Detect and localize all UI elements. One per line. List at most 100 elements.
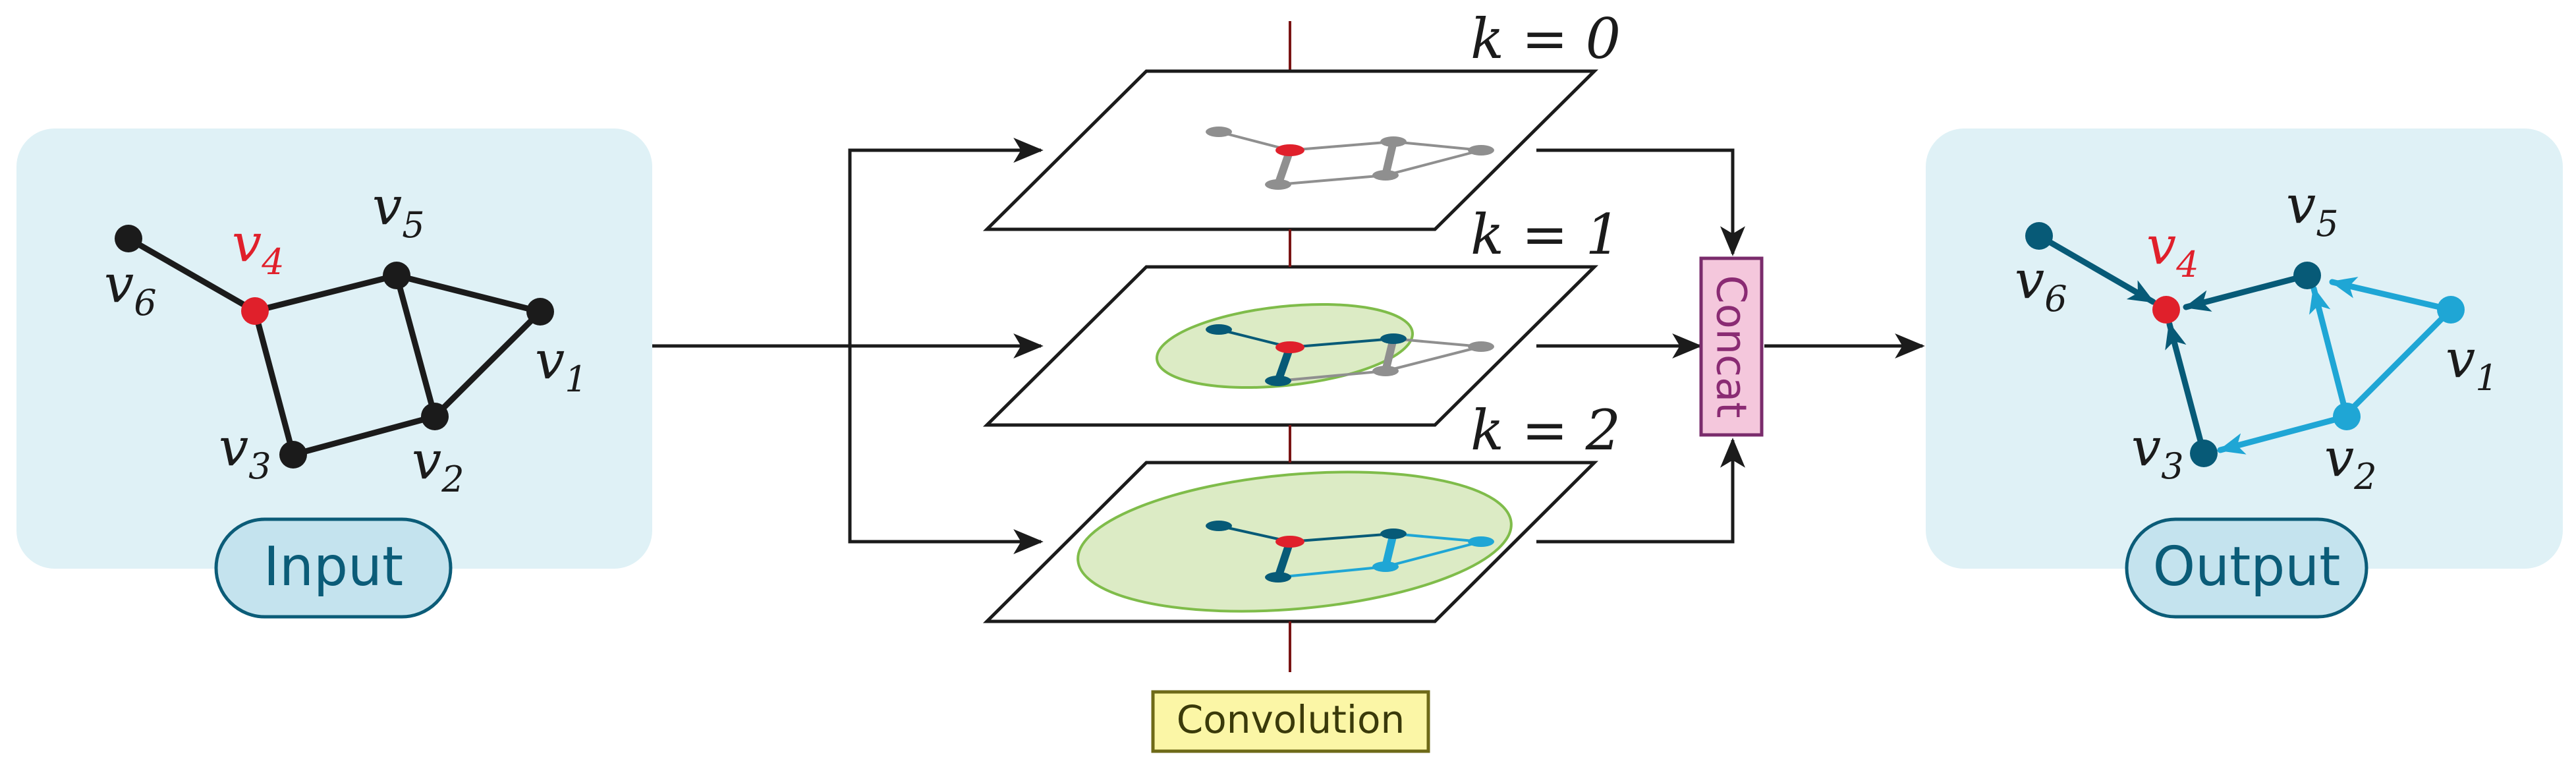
layer-k1: k = 1 — [982, 202, 1621, 427]
k2-edge-f — [1385, 540, 1482, 568]
k2-node-center — [1275, 536, 1304, 548]
k0-edge-b — [1289, 140, 1394, 152]
k0-edge-e — [1382, 140, 1397, 177]
k0-edge-d — [1393, 140, 1482, 152]
input-label: Input — [264, 536, 403, 598]
edge-v1-v2 — [432, 308, 544, 420]
layer-k1-nodes — [1206, 324, 1494, 386]
arrow-to-k2 — [848, 346, 1044, 554]
edge-v4-v3 — [252, 308, 296, 458]
input-node-labels: v6 v4 v5 v1 v2 v3 — [104, 175, 588, 500]
node-v2 — [421, 403, 449, 430]
edge-v6-to-v4 — [2036, 233, 2156, 305]
edge-v5-to-v4 — [2183, 272, 2310, 312]
input-nodes — [115, 225, 554, 469]
output-panel: v6 v4 v5 v1 v2 v3 Output — [1926, 128, 2563, 619]
concat-label: Concat — [1708, 275, 1756, 418]
arrow-k2-to-concat — [1536, 438, 1745, 544]
convolution-block: Convolution — [1151, 690, 1430, 753]
node-v1 — [526, 298, 554, 326]
node-v3 — [279, 441, 307, 469]
k2-node — [1206, 521, 1232, 531]
input-panel: v6 v4 v5 v1 v2 v3 Input — [16, 128, 652, 619]
edge-v1-v2 — [2345, 306, 2454, 415]
node-v5 — [2293, 262, 2321, 289]
label-v5: v5 — [2286, 174, 2339, 244]
node-v4 — [2152, 296, 2180, 324]
layer-k0-label: k = 0 — [1470, 7, 1621, 71]
concat-box — [1699, 256, 1764, 437]
concat-block: Concat — [1699, 256, 1764, 437]
convolution-label: Convolution — [1177, 697, 1405, 742]
edge-v5-v2 — [393, 272, 438, 420]
label-v6: v6 — [104, 253, 157, 324]
edge-v1-to-v5 — [2329, 277, 2454, 313]
label-v6: v6 — [2015, 249, 2067, 320]
k2-node — [1468, 536, 1494, 547]
layer-k2-nodes — [1206, 521, 1494, 583]
flow-arrows — [652, 138, 1925, 554]
k1-node — [1468, 341, 1494, 352]
k0-node-center — [1275, 144, 1304, 156]
k0-edge-g — [1277, 174, 1386, 186]
k0-node — [1380, 136, 1407, 147]
edge-v4-v5 — [252, 272, 400, 314]
k0-node — [1468, 145, 1494, 156]
k1-node — [1265, 376, 1291, 386]
label-v3: v3 — [2131, 416, 2184, 487]
output-nodes — [2025, 222, 2465, 467]
k2-node — [1380, 528, 1407, 539]
k0-node — [1206, 127, 1232, 137]
layer-k1-label: k = 1 — [1470, 202, 1621, 267]
output-node-labels: v6 v4 v5 v1 v2 v3 — [2015, 174, 2498, 498]
node-v4 — [241, 297, 269, 325]
edge-v3-v2 — [290, 413, 438, 458]
edge-v3-to-v4 — [2165, 321, 2207, 457]
layer-k2: k = 2 — [982, 398, 1621, 623]
input-pill-shape — [214, 517, 453, 619]
label-v3: v3 — [219, 416, 271, 487]
node-v2 — [2333, 403, 2361, 430]
layer-k2-label: k = 2 — [1470, 398, 1621, 463]
k1-edge-g — [1277, 370, 1386, 382]
k2-node — [1372, 561, 1399, 572]
output-pill: Output — [2125, 517, 2368, 619]
k0-node — [1372, 170, 1399, 181]
arrow-to-k0 — [848, 138, 1044, 346]
output-graph — [2036, 233, 2454, 457]
k1-node — [1380, 333, 1407, 344]
k1-node-center — [1275, 341, 1304, 353]
k0-edge-f — [1385, 149, 1482, 177]
node-v5 — [383, 262, 410, 289]
convolution-box — [1151, 690, 1430, 753]
k2-node — [1265, 572, 1291, 583]
input-pill: Input — [214, 517, 453, 619]
label-v4: v4 — [232, 212, 285, 283]
arrow-k0-to-concat — [1536, 148, 1745, 256]
label-v2: v2 — [2324, 427, 2377, 498]
label-v2: v2 — [412, 430, 464, 500]
edge-v2-to-v5 — [2309, 285, 2350, 420]
k0-node — [1265, 179, 1291, 190]
k1-edge-b — [1289, 337, 1394, 349]
k2-edge-e — [1382, 532, 1397, 568]
output-panel-background — [1926, 128, 2563, 569]
edge-v6-v4 — [125, 235, 258, 314]
node-v6 — [115, 225, 142, 252]
node-v1 — [2437, 296, 2465, 324]
k1-node — [1372, 366, 1399, 376]
label-v4: v4 — [2146, 215, 2199, 285]
k2-edge-d — [1393, 532, 1482, 543]
layer-k0: k = 0 — [982, 7, 1621, 231]
output-label: Output — [2153, 536, 2341, 598]
layer-k0-nodes — [1206, 127, 1494, 190]
layer-k2-graph — [1218, 525, 1482, 579]
edge-v2-to-v3 — [2217, 413, 2350, 455]
k2-edge-b — [1289, 532, 1394, 543]
edge-v5-v1 — [393, 272, 544, 315]
node-v3 — [2190, 440, 2218, 467]
input-panel-background — [16, 128, 652, 569]
label-v5: v5 — [372, 175, 425, 246]
k1-edge-f — [1385, 345, 1482, 372]
